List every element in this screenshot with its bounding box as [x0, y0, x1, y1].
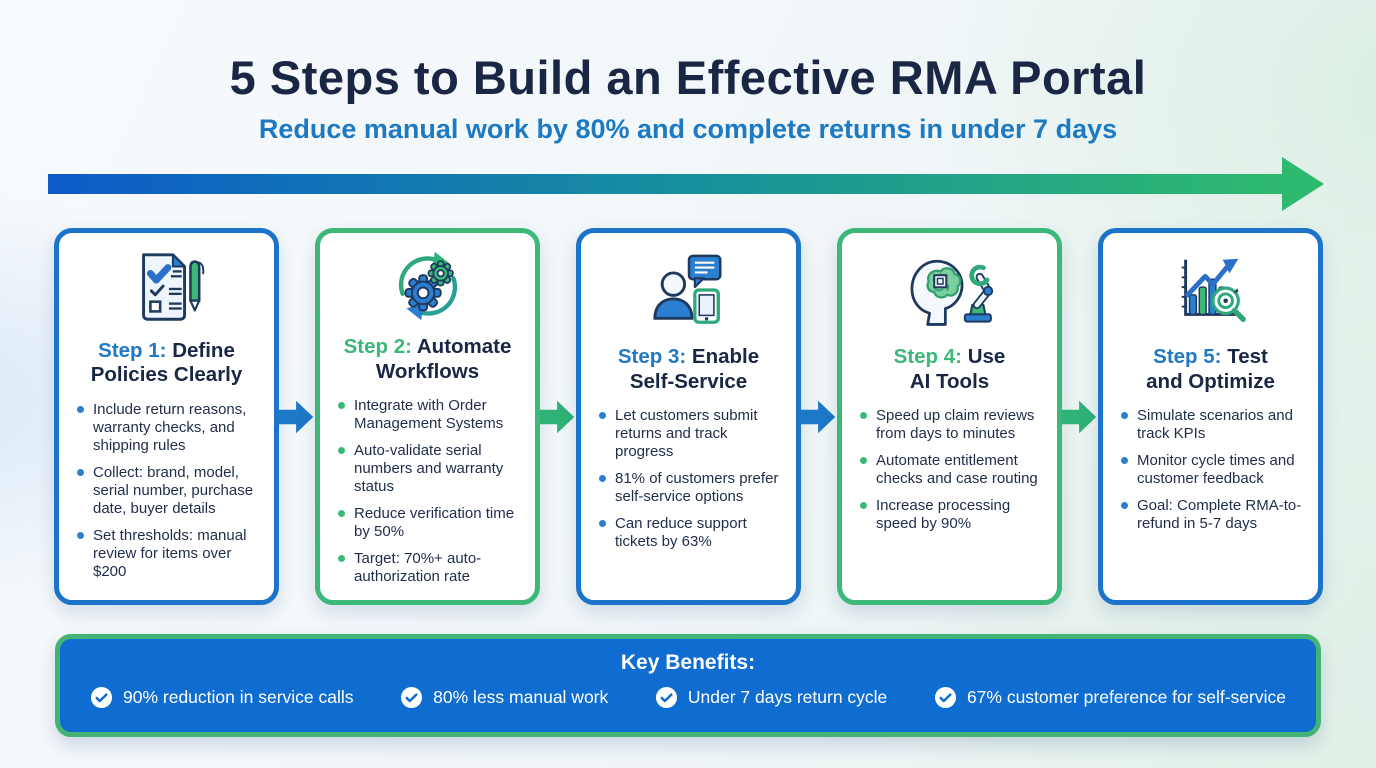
key-benefits-bar: Key Benefits: 90% reduction in service c… [55, 634, 1321, 737]
bullet-dot-icon [860, 412, 867, 420]
bullet-dot-icon [599, 475, 606, 483]
bullet-list: Simulate scenarios and track KPIs Monito… [1115, 407, 1306, 542]
benefits-row: 90% reduction in service calls 80% less … [60, 686, 1316, 709]
check-circle-icon [655, 686, 677, 709]
bullet-item: Include return reasons, warranty checks,… [77, 401, 262, 455]
bullet-item: Integrate with Order Management Systems [338, 397, 523, 433]
bullet-dot-icon [1121, 502, 1128, 510]
bullet-dot-icon [338, 555, 345, 563]
benefit-item: 67% customer preference for self-service [934, 686, 1286, 709]
flow-arrow-2 [540, 228, 576, 605]
header: 5 Steps to Build an Effective RMA Portal… [0, 50, 1376, 145]
self-service-chat-tablet-icon [593, 245, 784, 337]
bullet-item: Target: 70%+ auto-authorization rate [338, 550, 523, 586]
bullet-dot-icon [77, 406, 84, 413]
bullet-list: Let customers submit returns and track p… [593, 407, 784, 560]
bullet-dot-icon [860, 457, 867, 465]
bullet-item: Reduce verification time by 50% [338, 505, 523, 541]
bullet-item: Increase processing speed by 90% [860, 497, 1045, 533]
timeline-gradient-arrow-icon [48, 157, 1324, 211]
checklist-pen-icon [71, 245, 262, 331]
bullet-item: Automate entitlement checks and case rou… [860, 452, 1045, 488]
benefit-item: 90% reduction in service calls [90, 686, 354, 709]
bullet-list: Speed up claim reviews from days to minu… [854, 407, 1045, 542]
bullet-item: Set thresholds: manual review for items … [77, 527, 262, 581]
ai-head-robot-arm-icon [854, 245, 1045, 337]
flow-arrow-3 [801, 228, 837, 605]
bullet-dot-icon [338, 402, 345, 410]
bullet-item: Auto-validate serial numbers and warrant… [338, 442, 523, 496]
benefit-item: Under 7 days return cycle [655, 686, 887, 709]
bullet-dot-icon [338, 510, 345, 518]
bullet-item: Collect: brand, model, serial number, pu… [77, 464, 262, 518]
bullet-dot-icon [860, 502, 867, 510]
bullet-list: Integrate with Order Management Systems … [332, 397, 523, 595]
bullet-list: Include return reasons, warranty checks,… [71, 401, 262, 590]
bullet-item: Goal: Complete RMA-to-refund in 5-7 days [1121, 497, 1306, 533]
bullet-dot-icon [338, 447, 345, 455]
analytics-target-icon [1115, 245, 1306, 337]
check-circle-icon [401, 686, 423, 709]
bullet-dot-icon [599, 520, 606, 528]
page-title: 5 Steps to Build an Effective RMA Portal [229, 51, 1147, 104]
bullet-item: Can reduce support tickets by 63% [599, 515, 784, 551]
bullet-item: Monitor cycle times and customer feedbac… [1121, 452, 1306, 488]
bullet-dot-icon [1121, 412, 1128, 420]
bullet-item: Simulate scenarios and track KPIs [1121, 407, 1306, 443]
benefit-item: 80% less manual work [400, 686, 608, 709]
bullet-item: 81% of customers prefer self-service opt… [599, 470, 784, 506]
bullet-item: Speed up claim reviews from days to minu… [860, 407, 1045, 443]
bullet-item: Let customers submit returns and track p… [599, 407, 784, 461]
bullet-dot-icon [599, 412, 606, 420]
benefits-title: Key Benefits: [620, 651, 756, 674]
bullet-dot-icon [77, 469, 84, 476]
flow-arrow-4 [1062, 228, 1098, 605]
automation-gears-icon [332, 245, 523, 327]
page-subtitle: Reduce manual work by 80% and complete r… [258, 114, 1118, 144]
check-circle-icon [934, 686, 956, 709]
check-circle-icon [90, 686, 113, 709]
bullet-dot-icon [1121, 457, 1128, 465]
flow-arrow-1 [279, 228, 315, 605]
bullet-dot-icon [77, 532, 84, 539]
